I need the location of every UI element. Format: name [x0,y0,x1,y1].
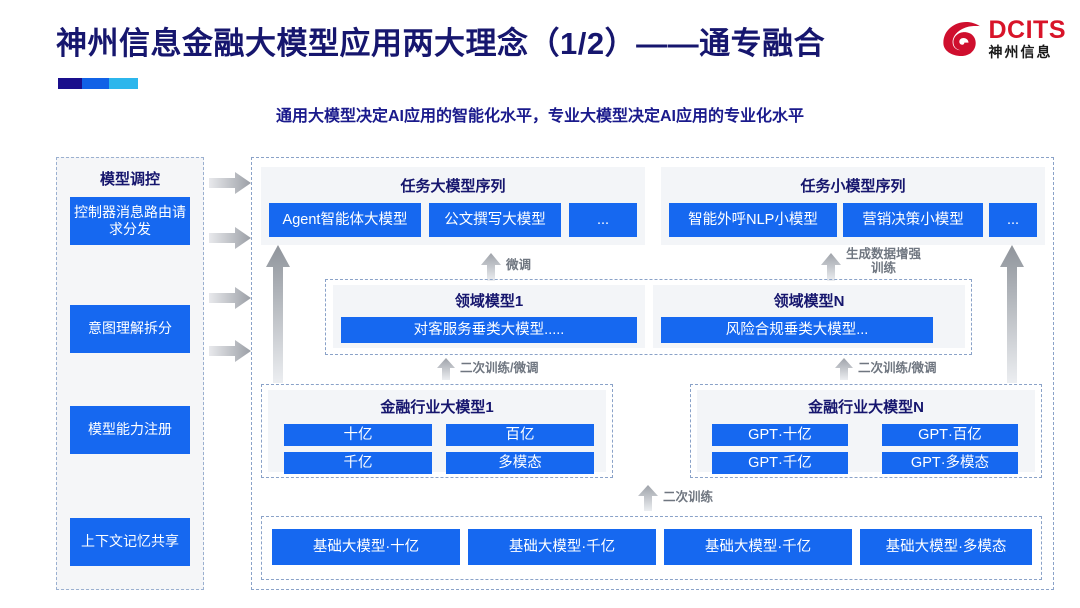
label-retrain-finetune-right: 二次训练/微调 [858,361,937,375]
label-data-aug-line1: 生成数据增强 [846,247,922,261]
logo-text-en: DCITS [988,15,1066,44]
label-finetune: 微调 [506,258,532,272]
accent-seg-1 [58,78,82,89]
task-large-item-2[interactable]: ... [569,203,637,237]
domain-model-item-1[interactable]: 风险合规垂类大模型... [661,317,933,343]
industry-model-0-item-2[interactable]: 千亿 [284,452,432,474]
label-retrain: 二次训练 [663,490,714,504]
domain-models-container [325,279,972,355]
foundation-model-item-2[interactable]: 基础大模型·千亿 [664,529,852,565]
industry-model-0-item-1[interactable]: 百亿 [446,424,594,446]
task-large-item-0[interactable]: Agent智能体大模型 [269,203,421,237]
page-title: 神州信息金融大模型应用两大理念（1/2）——通专融合 [56,26,826,61]
industry-model-title-1: 金融行业大模型N [808,399,924,416]
left-item-3[interactable]: 上下文记忆共享 [70,518,190,566]
flow-arrow-right-4 [209,340,251,362]
accent-bar [58,78,138,89]
label-data-aug-line2: 训练 [871,261,897,276]
industry-model-container-0 [261,384,613,478]
industry-model-1-item-3[interactable]: GPT·多模态 [882,452,1018,474]
task-small-title: 任务小模型序列 [800,178,906,195]
left-item-0[interactable]: 控制器消息路由请求分发 [70,197,190,245]
foundation-model-item-0[interactable]: 基础大模型·十亿 [272,529,460,565]
flow-arrow-up-left-spine [266,245,290,383]
flow-arrow-right-2 [209,227,251,249]
left-item-1[interactable]: 意图理解拆分 [70,305,190,353]
industry-model-1-item-2[interactable]: GPT·千亿 [712,452,848,474]
flow-arrow-right-1 [209,172,251,194]
domain-model-title-0: 领域模型1 [454,293,524,310]
flow-arrow-up-retrain [638,485,658,511]
task-small-item-0[interactable]: 智能外呼NLP小模型 [669,203,837,237]
label-retrain-finetune-left: 二次训练/微调 [460,361,539,375]
model-stack-container [251,157,1054,590]
page-subtitle: 通用大模型决定AI应用的智能化水平，专业大模型决定AI应用的专业化水平 [275,108,804,125]
foundation-model-item-3[interactable]: 基础大模型·多模态 [860,529,1032,565]
flow-arrow-up-data-aug [821,253,841,281]
task-large-title: 任务大模型序列 [400,178,506,195]
flow-arrow-up-finetune [481,253,501,281]
label-data-augmentation: 生成数据增强 训练 [846,247,921,276]
task-large-item-1[interactable]: 公文撰写大模型 [429,203,561,237]
industry-model-1-item-1[interactable]: GPT·百亿 [882,424,1018,446]
task-small-item-2[interactable]: ... [989,203,1037,237]
flow-arrow-up-retrain-right [835,358,853,380]
task-small-item-1[interactable]: 营销决策小模型 [843,203,983,237]
foundation-model-item-1[interactable]: 基础大模型·千亿 [468,529,656,565]
model-control-title: 模型调控 [99,171,160,188]
industry-model-title-0: 金融行业大模型1 [380,399,494,416]
flow-arrow-up-right-spine [1000,245,1024,383]
domain-model-item-0[interactable]: 对客服务垂类大模型..... [341,317,637,343]
industry-model-container-1 [690,384,1042,478]
left-item-2[interactable]: 模型能力注册 [70,406,190,454]
accent-seg-2 [82,78,110,89]
foundation-models-container [261,516,1042,580]
logo-text-cn: 神州信息 [988,43,1053,60]
industry-model-0-item-0[interactable]: 十亿 [284,424,432,446]
domain-model-title-1: 领域模型N [773,293,845,310]
accent-seg-3 [109,78,138,89]
flow-arrow-up-retrain-left [437,358,455,380]
industry-model-0-item-3[interactable]: 多模态 [446,452,594,474]
company-logo: DCITS 神州信息 [940,16,1067,60]
industry-model-1-item-0[interactable]: GPT·十亿 [712,424,848,446]
flow-arrow-right-3 [209,287,251,309]
dcits-swirl-icon [942,22,980,57]
